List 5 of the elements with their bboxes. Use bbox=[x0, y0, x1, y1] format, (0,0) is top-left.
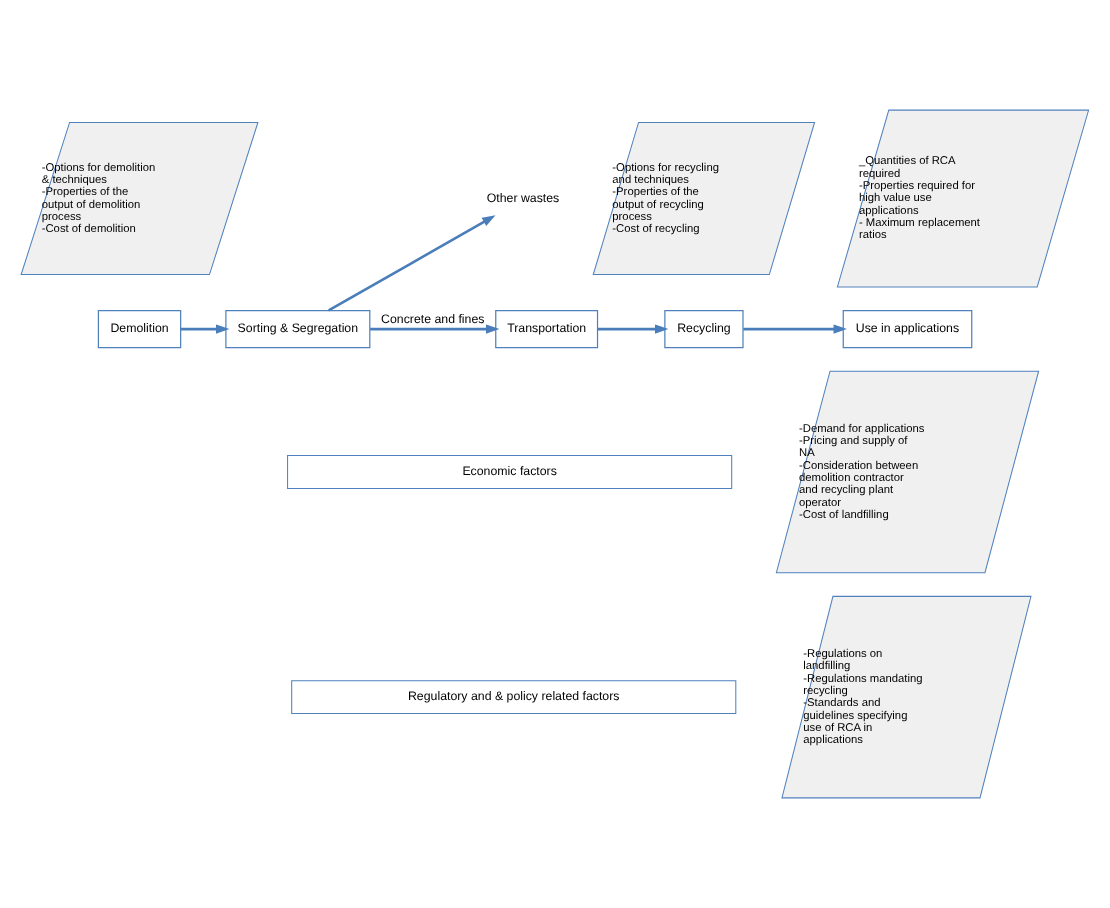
arrow bbox=[597, 324, 669, 334]
arrow bbox=[743, 324, 847, 334]
arrow bbox=[328, 215, 496, 312]
arrow bbox=[370, 324, 500, 334]
arrow bbox=[180, 324, 230, 334]
